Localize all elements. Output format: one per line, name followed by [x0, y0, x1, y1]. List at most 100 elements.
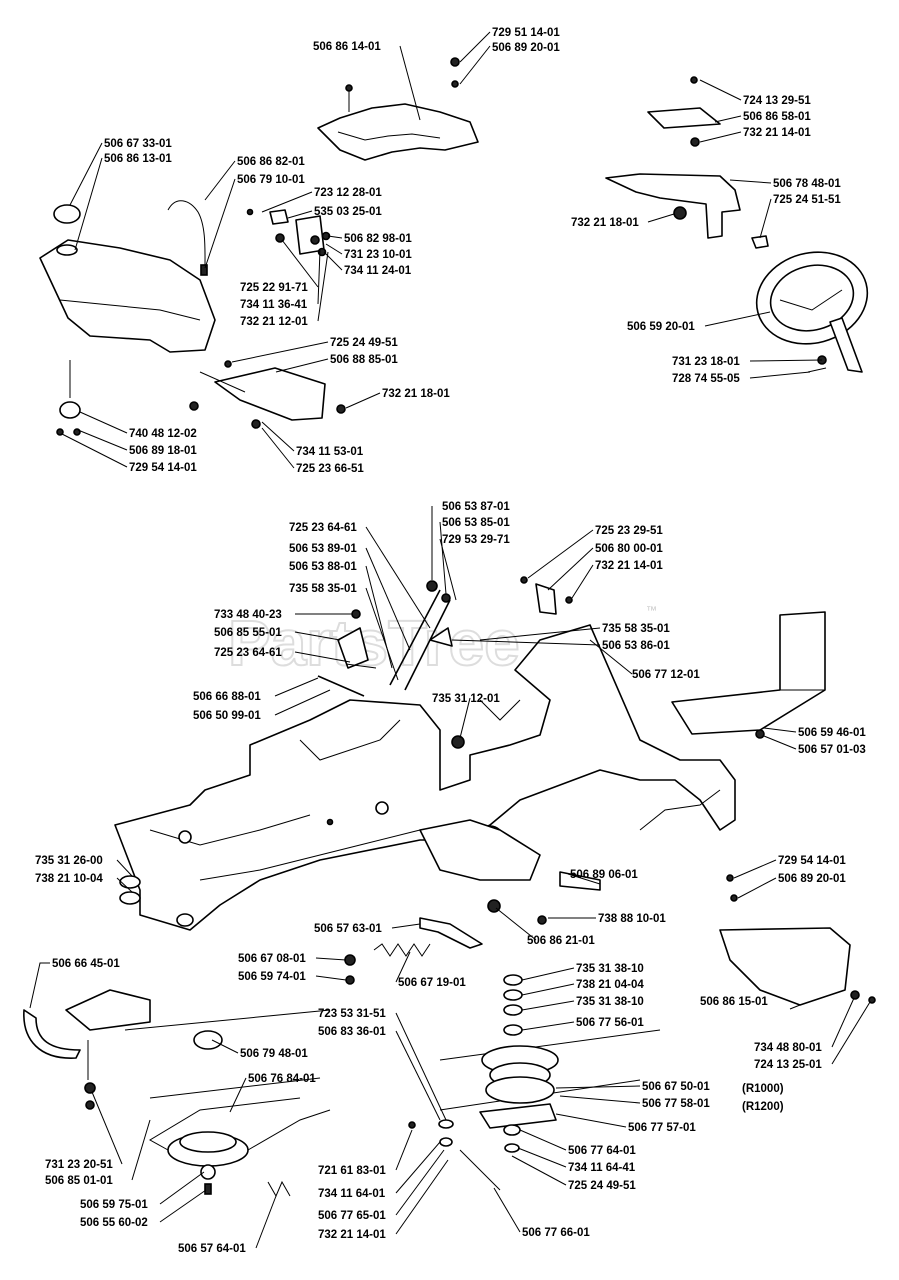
label-idler-nut-c: 732 21 14-01 [318, 1229, 386, 1241]
label-bushing-a: 735 31 26-00 [35, 855, 103, 867]
label-pulley-spacer: 506 77 56-01 [576, 1017, 644, 1029]
label-steer-screw: 724 13 29-51 [743, 95, 811, 107]
label-cover-bolt: 724 13 25-01 [754, 1059, 822, 1071]
label-belt: 506 76 84-01 [248, 1073, 316, 1085]
label-bracket-nut-c: 734 11 36-41 [240, 299, 308, 311]
label-bushing-b: 738 21 10-04 [35, 873, 103, 885]
label-rod-b: 506 50 99-01 [193, 710, 261, 722]
foot-plate-drawing [671, 611, 826, 739]
label-foot-plate: 506 59 46-01 [798, 727, 866, 739]
label-bracket-nut-a: 506 82 98-01 [344, 233, 412, 245]
label-pulley-washer-b: 735 31 38-10 [576, 996, 644, 1008]
left-pulley-drawing [124, 1009, 331, 1198]
label-tank-valve-screw: 729 54 14-01 [129, 462, 197, 474]
tray-drawing [189, 360, 346, 429]
label-tray-nut-b: 734 11 53-01 [296, 446, 364, 458]
label-pulley-screw-b: 506 55 60-02 [80, 1217, 148, 1229]
label-seat-shell-top: 506 86 14-01 [313, 41, 381, 53]
label-steer-bracket: 506 78 48-01 [773, 178, 841, 190]
label-lever-bolt-c: 725 23 64-61 [214, 647, 282, 659]
label-bracket-nut-d: 732 21 12-01 [240, 316, 308, 328]
label-clip-a: 733 48 40-23 [214, 609, 282, 621]
label-cover-screw: 729 54 14-01 [778, 855, 846, 867]
label-variant-b: (R1200) [742, 1101, 784, 1113]
label-frame: 506 77 12-01 [632, 669, 700, 681]
frame-drawing [114, 624, 736, 931]
label-tray: 506 88 85-01 [330, 354, 398, 366]
bracket-drawing [246, 208, 331, 257]
fuel-tank-drawing [39, 200, 216, 436]
part-labels: 506 86 14-01 729 51 14-01 506 89 20-01 5… [35, 27, 866, 1255]
steering-wheel-drawing [755, 251, 869, 373]
label-idler-arm: 506 83 36-01 [318, 1026, 386, 1038]
leader-lines [29, 31, 871, 1249]
label-idler-spacer: 506 77 65-01 [318, 1210, 386, 1222]
label-tank-valve: 740 48 12-02 [129, 428, 197, 440]
label-bracket-nut-b: 734 11 24-01 [344, 265, 412, 277]
belt-guard-lever-drawing [23, 989, 151, 1110]
label-idler-bolt: 723 53 31-51 [318, 1008, 386, 1020]
label-belt-guide: 506 77 57-01 [628, 1122, 696, 1134]
label-variant-a: (R1000) [742, 1083, 784, 1095]
lever-drawing [317, 576, 573, 749]
pulley-cover-drawing [719, 874, 876, 1006]
label-tray-nut: 732 21 18-01 [382, 388, 450, 400]
label-pulley-cover: 506 86 15-01 [700, 996, 768, 1008]
label-pulley-key: 506 59 75-01 [80, 1199, 148, 1211]
label-steer-washer: 731 23 18-01 [672, 356, 740, 368]
label-fuel-cap: 506 67 33-01 [104, 138, 172, 150]
label-lever-spring-b: 735 58 35-01 [602, 623, 670, 635]
label-lever-bolt-b: 729 53 29-71 [442, 534, 510, 546]
label-spring-bracket: 506 57 63-01 [314, 923, 382, 935]
label-lever-knob-b: 506 53 85-01 [442, 517, 510, 529]
label-tension-spring: 506 67 19-01 [398, 977, 466, 989]
label-lever-spring: 735 58 35-01 [289, 583, 357, 595]
right-pulley-drawing [408, 974, 661, 1191]
steering-bracket-drawing [605, 76, 769, 249]
label-tray-bolt-b: 725 23 66-51 [296, 463, 364, 475]
label-fuel-clip: 506 79 10-01 [237, 174, 305, 186]
label-rod-a: 506 66 88-01 [193, 691, 261, 703]
label-steer-nut: 732 21 14-01 [743, 127, 811, 139]
label-tray-screw: 725 24 49-51 [330, 337, 398, 349]
label-lever-holder: 506 85 55-01 [214, 627, 282, 639]
label-bracket-plate: 535 03 25-01 [314, 206, 382, 218]
label-steer-bolt: 725 24 51-51 [773, 194, 841, 206]
label-lever-knob-a: 506 53 87-01 [442, 501, 510, 513]
label-mount-bolt: 725 23 29-51 [595, 525, 663, 537]
label-pulley-screw: 725 24 49-51 [568, 1180, 636, 1192]
axle-drawing [487, 871, 601, 925]
label-pulley-bushing: 738 21 04-04 [576, 979, 644, 991]
label-cover-nut: 734 48 80-01 [754, 1042, 822, 1054]
label-bracket-washer: 731 23 10-01 [344, 249, 412, 261]
label-clip-nut: 506 59 74-01 [238, 971, 306, 983]
label-idler-nut: 721 61 83-01 [318, 1165, 386, 1177]
label-belt-guard-lever: 506 66 45-01 [52, 958, 120, 970]
label-frame-pin: 735 31 12-01 [432, 693, 500, 705]
label-seat-bolt-a: 729 51 14-01 [492, 27, 560, 39]
label-cover-washer: 506 89 20-01 [778, 873, 846, 885]
label-guide-bushing: 506 85 01-01 [45, 1175, 113, 1187]
label-belt-finger: 506 57 64-01 [178, 1243, 246, 1255]
label-foot-screw: 506 57 01-03 [798, 744, 866, 756]
label-lever-b: 506 53 88-01 [289, 561, 357, 573]
label-steering-wheel: 506 59 20-01 [627, 321, 695, 333]
label-bracket-bolt: 725 22 91-71 [240, 282, 308, 294]
label-pulley-washer-a: 735 31 38-10 [576, 963, 644, 975]
label-drive-pulley-b: 506 77 58-01 [642, 1098, 710, 1110]
label-mount-plate: 506 80 00-01 [595, 543, 663, 555]
label-idler-nut-b: 734 11 64-01 [318, 1188, 386, 1200]
label-lever-link: 506 53 86-01 [602, 640, 670, 652]
label-tank-valve-washer: 506 89 18-01 [129, 445, 197, 457]
label-drive-pulley-a: 506 67 50-01 [642, 1081, 710, 1093]
label-idler-pulley: 506 79 48-01 [240, 1048, 308, 1060]
label-steer-plate: 506 86 58-01 [743, 111, 811, 123]
label-axle-bushing: 506 86 21-01 [527, 935, 595, 947]
label-pulley-washer-c: 506 77 64-01 [568, 1145, 636, 1157]
label-steer-pin: 728 74 55-05 [672, 373, 740, 385]
label-clip-b: 506 67 08-01 [238, 953, 306, 965]
label-steer-nut-b: 732 21 18-01 [571, 217, 639, 229]
label-mount-nut: 732 21 14-01 [595, 560, 663, 572]
seat-shell-drawing [317, 57, 479, 161]
